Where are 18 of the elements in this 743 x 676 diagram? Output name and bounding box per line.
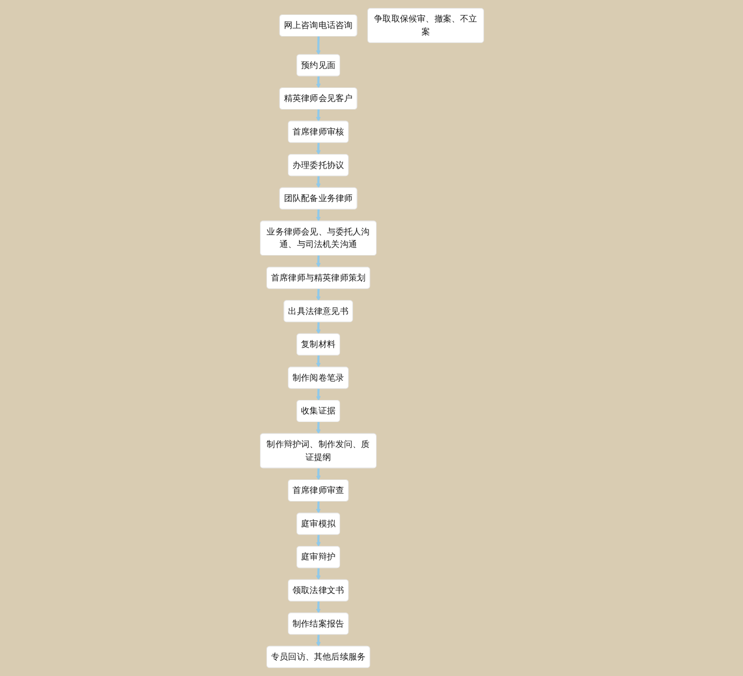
arrow <box>316 534 320 547</box>
arrow <box>316 209 320 222</box>
arrow <box>316 355 320 368</box>
arrow <box>316 109 320 122</box>
arrow <box>316 288 320 301</box>
arrow <box>316 468 320 480</box>
arrow <box>316 501 320 514</box>
arrow <box>316 422 320 434</box>
arrow <box>316 568 320 580</box>
arrow <box>316 255 320 268</box>
arrow <box>316 634 320 647</box>
arrow <box>316 36 320 55</box>
arrow <box>316 142 320 155</box>
arrow <box>316 322 320 334</box>
arrow <box>316 601 320 614</box>
arrow <box>316 388 320 401</box>
arrow <box>316 176 320 188</box>
arrow <box>316 76 320 88</box>
